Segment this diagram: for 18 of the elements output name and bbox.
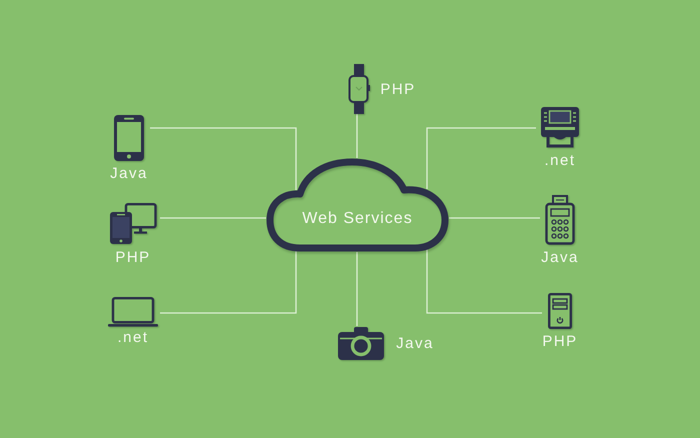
cloud-shape bbox=[266, 158, 449, 253]
connector-line bbox=[150, 127, 297, 190]
node-label: PHP bbox=[115, 250, 151, 265]
node-label: PHP bbox=[380, 82, 416, 96]
node-label: .net bbox=[544, 153, 576, 168]
connector-line bbox=[426, 127, 536, 189]
node-label: PHP bbox=[542, 334, 578, 348]
node-label: Java bbox=[110, 166, 148, 181]
connector-line bbox=[356, 114, 358, 158]
connector-line bbox=[160, 251, 297, 314]
connector-line bbox=[160, 217, 266, 219]
connector-line bbox=[449, 217, 540, 219]
connector-line bbox=[356, 252, 358, 326]
node-label: Web Services bbox=[302, 210, 413, 226]
node-label: Java bbox=[396, 336, 434, 350]
node-label: Java bbox=[541, 250, 579, 265]
node-label: .net bbox=[117, 330, 149, 345]
connector-line bbox=[426, 249, 542, 314]
